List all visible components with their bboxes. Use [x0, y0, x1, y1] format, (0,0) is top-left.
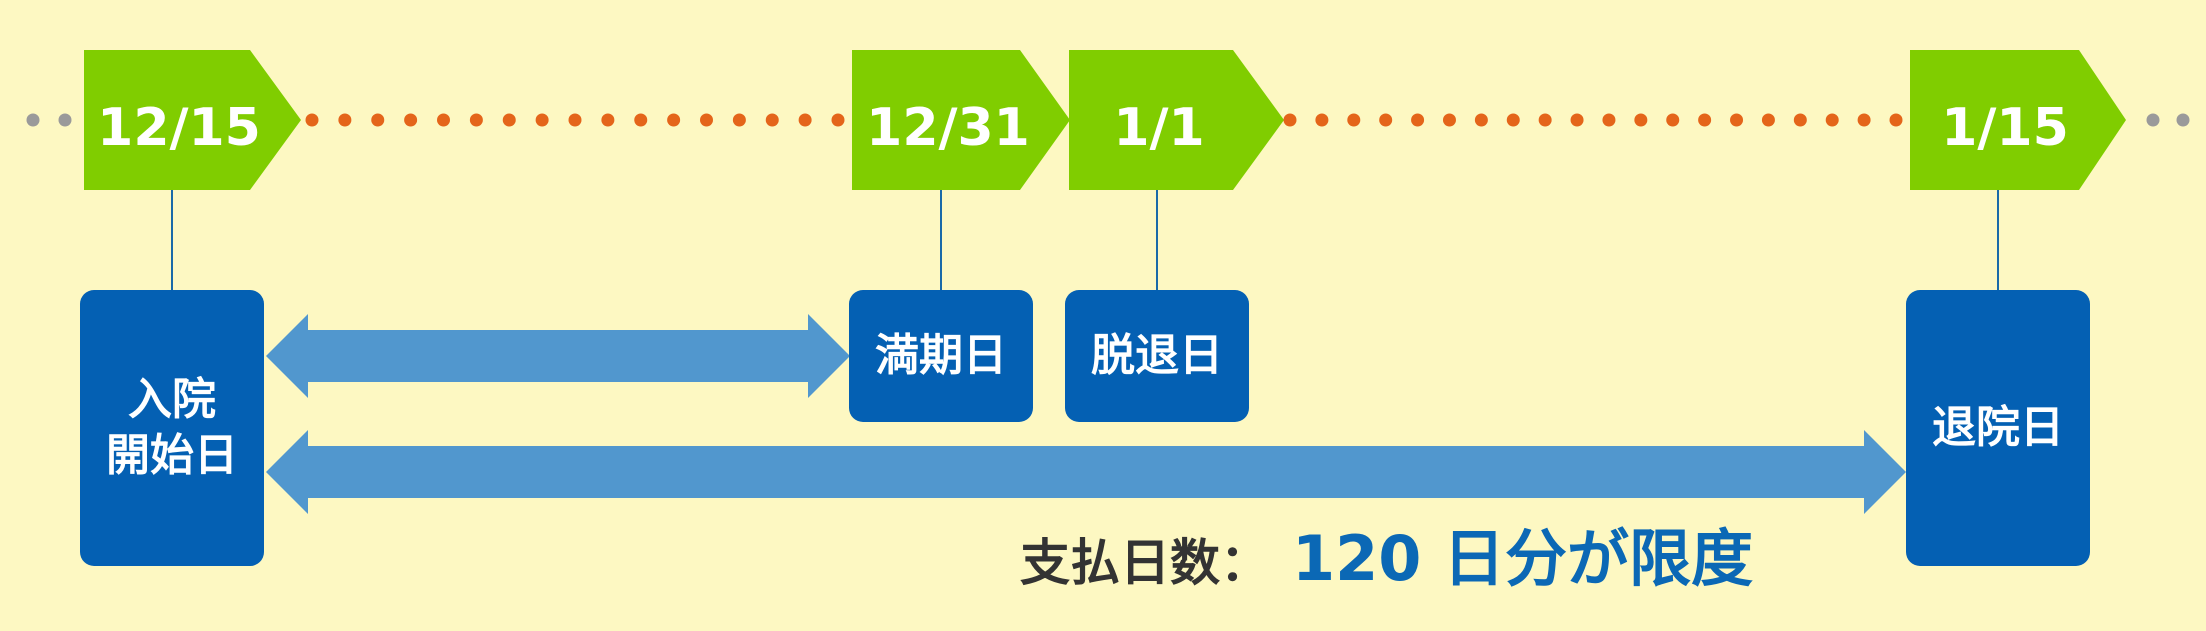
- event-box-expiry: [849, 290, 1033, 422]
- timeline-dot-period: [1730, 113, 1744, 127]
- timeline-dot-period: [338, 113, 352, 127]
- timeline-dot-outside: [26, 113, 40, 127]
- event-label-admission-line2: 開始日: [106, 430, 238, 481]
- timeline-dot-outside: [2176, 113, 2190, 127]
- date-label-1-1: 1/1: [1113, 98, 1205, 158]
- timeline-dot-period: [535, 113, 549, 127]
- event-label-discharge: 退院日: [1932, 402, 2064, 453]
- timeline-dots: [26, 113, 2190, 127]
- timeline-dot-period: [1666, 113, 1680, 127]
- timeline-dot-period: [1506, 113, 1520, 127]
- date-tag-12-31: [852, 50, 1070, 190]
- period-arrows: [266, 314, 1906, 514]
- event-label-admission: 入院 開始日: [80, 290, 264, 566]
- timeline-dot-period: [1825, 113, 1839, 127]
- timeline-dot-period: [1315, 113, 1329, 127]
- timeline-dot-period: [1889, 113, 1903, 127]
- connector-lines: [171, 190, 1999, 290]
- event-label-expiry: 満期日: [875, 330, 1007, 381]
- timeline-dot-period: [305, 113, 319, 127]
- payment-days-prefix: 支払日数：: [1020, 534, 1270, 592]
- timeline-dot-period: [1283, 113, 1297, 127]
- timeline-dot-period: [371, 113, 385, 127]
- timeline-dot-period: [798, 113, 812, 127]
- timeline-dot-period: [1634, 113, 1648, 127]
- event-box-withdrawal: [1065, 290, 1249, 422]
- timeline-dot-period: [700, 113, 713, 127]
- timeline-dot-period: [634, 113, 648, 127]
- event-box-admission: [80, 290, 264, 566]
- timeline-dot-period: [601, 113, 615, 127]
- date-label-12-15: 12/15: [97, 98, 261, 158]
- date-tag-12-15: [84, 50, 301, 190]
- timeline-dot-period: [1698, 113, 1712, 127]
- timeline-dot-period: [469, 113, 483, 127]
- date-tag-1-15: [1910, 50, 2126, 190]
- event-label-withdrawal: 脱退日: [1091, 330, 1223, 381]
- date-tags: [84, 50, 2126, 190]
- event-label-admission-line1: 入院: [128, 374, 216, 425]
- timeline-dot-period: [1538, 113, 1552, 127]
- event-boxes: [80, 290, 2090, 566]
- timeline-dot-period: [1857, 113, 1871, 127]
- timeline-dot-period: [667, 113, 681, 127]
- event-box-discharge: [1906, 290, 2090, 566]
- payment-days-limit: 120 日分が限度: [1292, 522, 1754, 595]
- timeline-dot-period: [1570, 113, 1584, 127]
- timeline-dot-period: [502, 113, 516, 127]
- timeline-dot-period: [1347, 113, 1361, 127]
- timeline-dot-period: [732, 113, 746, 127]
- timeline-dot-period: [404, 113, 418, 127]
- timeline-dot-period: [1793, 113, 1807, 127]
- timeline-dot-period: [1411, 113, 1425, 127]
- arrow-admission-to-discharge: [266, 430, 1906, 514]
- payment-days-note: 支払日数： 120 日分が限度: [1020, 508, 1753, 598]
- timeline-dot-period: [568, 113, 582, 127]
- timeline-dot-period: [1379, 113, 1393, 127]
- timeline-dot-period: [1474, 113, 1488, 127]
- timeline-dot-period: [831, 113, 845, 127]
- timeline-dot-period: [765, 113, 779, 127]
- date-label-12-31: 12/31: [866, 98, 1030, 158]
- timeline-dot-outside: [58, 113, 72, 127]
- timeline-dot-period: [1761, 113, 1775, 127]
- timeline-dot-period: [1442, 113, 1456, 127]
- date-label-1-15: 1/15: [1941, 98, 2069, 158]
- timeline-dot-period: [1602, 113, 1616, 127]
- arrow-admission-to-expiry: [266, 314, 850, 398]
- timeline-dot-period: [437, 113, 450, 127]
- timeline-dot-outside: [2146, 113, 2160, 127]
- date-tag-1-1: [1069, 50, 1284, 190]
